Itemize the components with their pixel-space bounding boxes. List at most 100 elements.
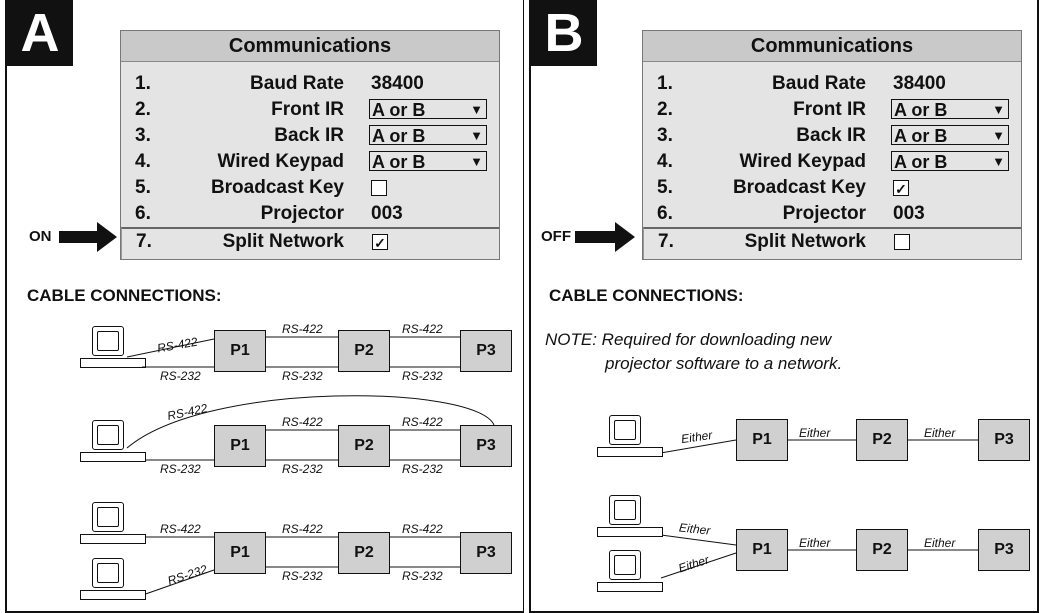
back-ir-select[interactable]: A or B ▼ — [891, 125, 1009, 146]
menu-row-baud-rate[interactable]: 1. Baud Rate 38400 — [121, 71, 499, 97]
select-value: A or B — [894, 100, 948, 120]
menu-row-wired-keypad[interactable]: 4. Wired Keypad A or B ▼ — [643, 149, 1021, 175]
menu-row-front-ir[interactable]: 2. Front IR A or B ▼ — [643, 97, 1021, 123]
computer-icon — [80, 326, 146, 370]
node-p1: P1 — [736, 419, 788, 461]
communications-menu: Communications 1. Baud Rate 38400 2. Fro… — [642, 30, 1022, 260]
row-label: Front IR — [793, 99, 866, 120]
rs232-label: RS-232 — [282, 369, 323, 383]
either-label: Either — [799, 426, 831, 440]
back-ir-select[interactable]: A or B ▼ — [369, 125, 487, 146]
row-number: 3. — [135, 125, 151, 146]
node-p1: P1 — [214, 425, 266, 467]
rs422-label: RS-422 — [282, 522, 323, 536]
on-label: ON — [29, 228, 52, 245]
select-value: A or B — [372, 126, 426, 146]
diagram-a-wires — [126, 336, 495, 598]
node-p1: P1 — [214, 532, 266, 574]
pointer-arrow — [575, 222, 635, 252]
row-label: Back IR — [274, 125, 344, 146]
either-label: Either — [924, 536, 956, 550]
node-p2: P2 — [856, 529, 908, 571]
menu-row-back-ir[interactable]: 3. Back IR A or B▼ — [643, 123, 1021, 149]
menu-title: Communications — [121, 31, 499, 62]
communications-menu: Communications 1. Baud Rate 38400 2. Fro… — [120, 30, 500, 260]
row-number: 7. — [136, 231, 152, 252]
split-network-checkbox[interactable]: ✓ — [372, 234, 388, 251]
node-p3: P3 — [460, 532, 512, 574]
row-number: 2. — [657, 99, 673, 120]
front-ir-select[interactable]: A or B ▼ — [891, 99, 1009, 120]
chevron-down-icon: ▼ — [992, 128, 1005, 143]
row-number: 4. — [657, 151, 673, 172]
broadcast-key-checkbox[interactable]: ✓ — [893, 180, 909, 197]
either-label: Either — [924, 426, 956, 440]
select-value: A or B — [894, 152, 948, 172]
menu-row-split-network[interactable]: 7. Split Network ✓ — [121, 227, 499, 259]
panel-a: A Communications 1. Baud Rate 38400 2. F… — [5, 0, 524, 613]
row-number: 1. — [135, 73, 151, 94]
node-p2: P2 — [338, 532, 390, 574]
chevron-down-icon: ▼ — [470, 102, 483, 117]
row-value: 38400 — [371, 73, 424, 94]
node-p3: P3 — [978, 529, 1030, 571]
pointer-arrow — [59, 222, 117, 252]
row-label: Wired Keypad — [739, 151, 866, 172]
row-number: 7. — [658, 231, 674, 252]
node-p2: P2 — [338, 425, 390, 467]
computer-icon — [597, 550, 663, 594]
menu-row-front-ir[interactable]: 2. Front IR A or B▼ — [121, 97, 499, 123]
menu-row-broadcast-key[interactable]: 5. Broadcast Key ✓ — [643, 175, 1021, 201]
rs232-label: RS-232 — [160, 369, 201, 383]
computer-icon — [597, 495, 663, 539]
row-number: 4. — [135, 151, 151, 172]
off-label: OFF — [541, 228, 571, 245]
split-network-checkbox[interactable] — [894, 234, 910, 250]
computer-icon — [80, 558, 146, 602]
row-label: Broadcast Key — [732, 177, 866, 198]
row-label: Baud Rate — [772, 73, 866, 94]
wired-keypad-select[interactable]: A or B▼ — [369, 151, 487, 172]
broadcast-key-checkbox[interactable] — [371, 180, 387, 196]
row-number: 5. — [135, 177, 151, 198]
menu-row-baud-rate[interactable]: 1. Baud Rate 38400 — [643, 71, 1021, 97]
node-p3: P3 — [460, 330, 512, 372]
wired-keypad-select[interactable]: A or B ▼ — [891, 151, 1009, 172]
front-ir-select[interactable]: A or B ▼ — [369, 99, 487, 120]
panel-b: B Communications 1. Baud Rate 38400 2. F… — [529, 0, 1039, 613]
note-line-1: NOTE: Required for downloading new — [545, 330, 832, 349]
row-number: 6. — [657, 203, 673, 224]
row-label: Back IR — [796, 125, 866, 146]
menu-row-wired-keypad[interactable]: 4. Wired Keypad A or B▼ — [121, 149, 499, 175]
row-label: Split Network — [744, 231, 866, 252]
chevron-down-icon: ▼ — [470, 128, 483, 143]
cable-connections-heading: CABLE CONNECTIONS: — [27, 286, 222, 305]
chevron-down-icon: ▼ — [992, 102, 1005, 117]
row-label: Wired Keypad — [217, 151, 344, 172]
menu-row-back-ir[interactable]: 3. Back IR A or B ▼ — [121, 123, 499, 149]
row-label: Front IR — [271, 99, 344, 120]
node-p1: P1 — [214, 330, 266, 372]
panel-letter: A — [7, 0, 73, 66]
menu-row-projector[interactable]: 6. Projector 003 — [643, 201, 1021, 227]
computer-icon — [80, 420, 146, 464]
computer-icon — [80, 502, 146, 546]
chevron-down-icon: ▼ — [470, 154, 483, 169]
row-number: 6. — [135, 203, 151, 224]
menu-title: Communications — [643, 31, 1021, 62]
rs232-label: RS-232 — [402, 369, 443, 383]
rs232-label: RS-232 — [282, 462, 323, 476]
node-p1: P1 — [736, 529, 788, 571]
rs232-label: RS-232 — [160, 462, 201, 476]
select-value: A or B — [372, 100, 426, 120]
menu-row-projector[interactable]: 6. Projector 003 — [121, 201, 499, 227]
rs422-label: RS-422 — [402, 415, 443, 429]
rs232-label: RS-232 — [402, 462, 443, 476]
row-label: Projector — [782, 203, 866, 224]
chevron-down-icon: ▼ — [992, 154, 1005, 169]
node-p2: P2 — [338, 330, 390, 372]
select-value: A or B — [894, 126, 948, 146]
menu-row-split-network[interactable]: 7. Split Network — [643, 227, 1021, 259]
menu-row-broadcast-key[interactable]: 5. Broadcast Key — [121, 175, 499, 201]
rs422-label: RS-422 — [402, 322, 443, 336]
